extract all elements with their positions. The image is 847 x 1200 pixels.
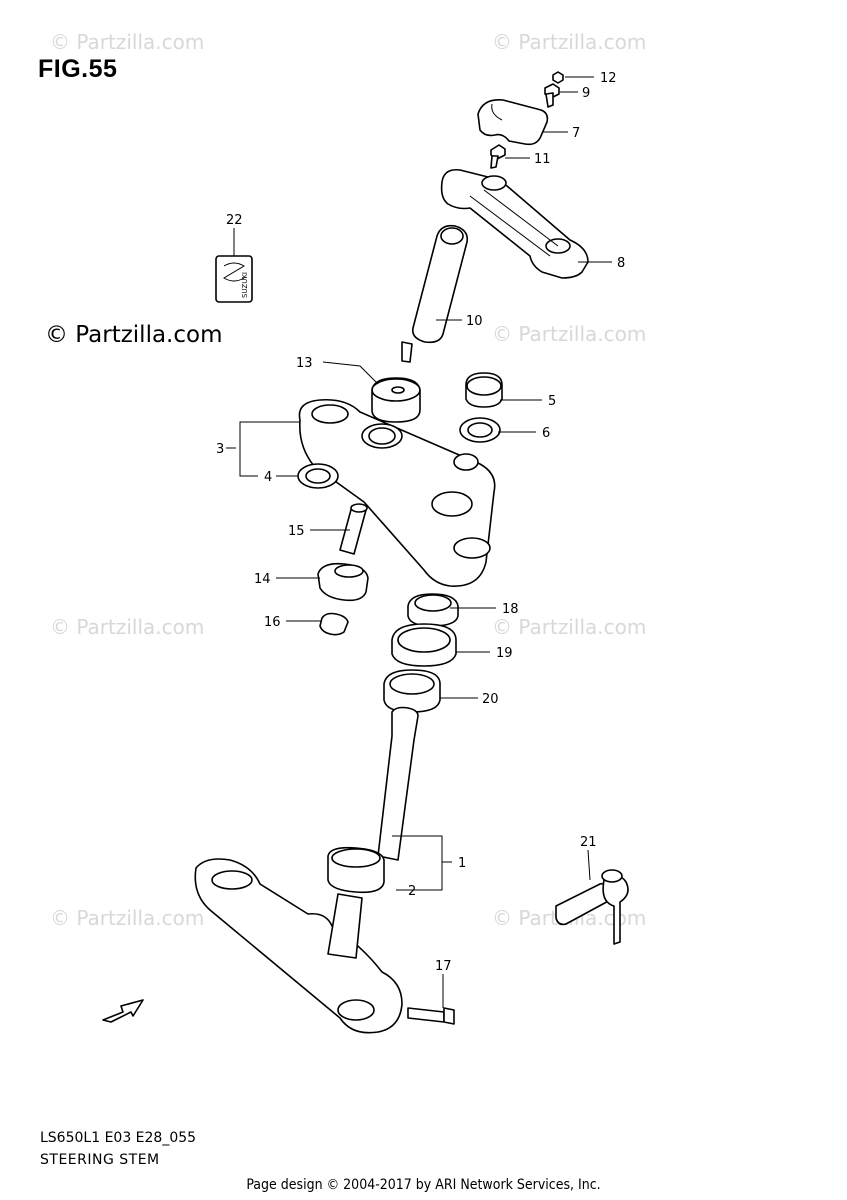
callout-labels: 12 9 7 11 8 22 10 13 5 6 3 4 15 14 16 18… [216, 71, 625, 974]
part-10-handlebar [401, 224, 469, 363]
part-13-damper [371, 377, 421, 423]
watermark: © Partzilla.com [50, 615, 205, 639]
callout-9: 9 [582, 86, 590, 101]
figure-subtitle: STEERING STEM [40, 1152, 160, 1168]
callout-13: 13 [296, 356, 313, 371]
part-21-lock-set [555, 869, 629, 945]
page-footer: Page design © 2004-2017 by ARI Network S… [246, 1177, 601, 1193]
part-15-collar [339, 503, 368, 555]
part-9-bolt [544, 83, 560, 108]
callout-19: 19 [496, 646, 513, 661]
callout-7: 7 [572, 126, 580, 141]
part-8-handlebar-holder-lower [440, 168, 589, 279]
part-19-dust-seal [391, 623, 457, 667]
part-3-upper-bracket [298, 398, 496, 587]
watermark: © Partzilla.com [492, 322, 647, 346]
leader-lines [226, 76, 612, 1008]
callout-22: 22 [226, 213, 243, 228]
part-5-cap [465, 372, 503, 408]
callout-4: 4 [264, 470, 272, 485]
part-7-handlebar-holder-upper [477, 98, 549, 146]
part-11-bolt [490, 144, 506, 169]
watermark: © Partzilla.com [492, 615, 647, 639]
part-16-bolt [319, 612, 349, 636]
callout-10: 10 [466, 314, 483, 329]
part-12-nut [552, 71, 564, 84]
callout-2: 2 [408, 884, 416, 899]
emblem-text: SUZUKI [241, 272, 249, 298]
callout-11: 11 [534, 152, 551, 167]
callout-21: 21 [580, 835, 597, 850]
part-18-steering-nut [407, 593, 459, 627]
part-4-washer [297, 463, 339, 489]
watermark: © Partzilla.com [50, 906, 205, 930]
callout-14: 14 [254, 572, 271, 587]
callout-8: 8 [617, 256, 625, 271]
watermark: © Partzilla.com [492, 30, 647, 54]
callout-18: 18 [502, 602, 519, 617]
callout-3: 3 [216, 442, 224, 457]
page-title: FIG.55 [38, 55, 118, 83]
watermark: © Partzilla.com [50, 30, 205, 54]
callout-17: 17 [435, 959, 452, 974]
callout-1: 1 [458, 856, 466, 871]
part-20-bearing [383, 669, 441, 713]
part-1-steering-stem [194, 706, 419, 1034]
callout-20: 20 [482, 692, 499, 707]
callout-12: 12 [600, 71, 617, 86]
model-code: LS650L1 E03 E28_055 [40, 1130, 197, 1146]
callout-16: 16 [264, 615, 281, 630]
part-22-emblem: SUZUKI [215, 255, 253, 303]
callout-15: 15 [288, 524, 305, 539]
part-17-bolt [407, 1007, 455, 1025]
callout-5: 5 [548, 394, 556, 409]
part-6-washer [459, 417, 501, 443]
fwd-arrow-icon: FWD [102, 986, 144, 1023]
watermark-main: © Partzilla.com [45, 322, 223, 348]
callout-6: 6 [542, 426, 550, 441]
part-14-cushion [317, 562, 369, 602]
